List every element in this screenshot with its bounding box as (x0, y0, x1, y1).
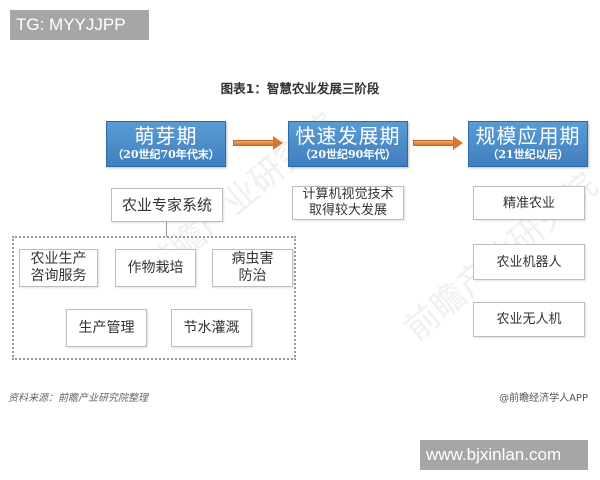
app-box-production-mgmt: 生产管理 (66, 309, 147, 347)
top-watermark-badge: TG: MYYJJPP (10, 10, 149, 40)
stage-period: （20世纪90年代） (299, 148, 397, 161)
stage-scale-application: 规模应用期 （21世纪以后） (468, 121, 588, 167)
applications-group (12, 236, 296, 360)
agri-drone-box: 农业无人机 (473, 302, 585, 337)
stage-period: （20世纪70年代末） (112, 148, 220, 161)
app-box-consulting: 农业生产 咨询服务 (19, 249, 98, 287)
stage-name: 规模应用期 (475, 124, 581, 148)
credit-note: @前瞻经济学人APP (499, 393, 588, 404)
stage-rapid-development: 快速发展期 （20世纪90年代） (288, 121, 408, 167)
computer-vision-box: 计算机视觉技术 取得较大发展 (292, 186, 404, 220)
precision-agriculture-box: 精准农业 (473, 186, 585, 220)
app-box-pest-control: 病虫害 防治 (212, 249, 293, 287)
bottom-watermark-badge: www.bjxinlan.com (420, 440, 588, 470)
arrow-right-icon (233, 136, 283, 150)
chart-title: 图表1：智慧农业发展三阶段 (220, 81, 380, 96)
arrow-right-icon (413, 136, 463, 150)
source-note: 资料来源：前瞻产业研究院整理 (8, 393, 148, 404)
stage-sprouting: 萌芽期 （20世纪70年代末） (106, 121, 226, 167)
stage-name: 萌芽期 (134, 124, 198, 148)
agri-robot-box: 农业机器人 (473, 244, 585, 280)
stage-period: （21世纪以后） (487, 148, 569, 161)
expert-system-box: 农业专家系统 (111, 188, 223, 222)
connector-line (166, 222, 167, 237)
app-box-irrigation: 节水灌溉 (171, 309, 252, 347)
app-box-cultivation: 作物栽培 (115, 249, 196, 287)
stage-name: 快速发展期 (295, 124, 401, 148)
